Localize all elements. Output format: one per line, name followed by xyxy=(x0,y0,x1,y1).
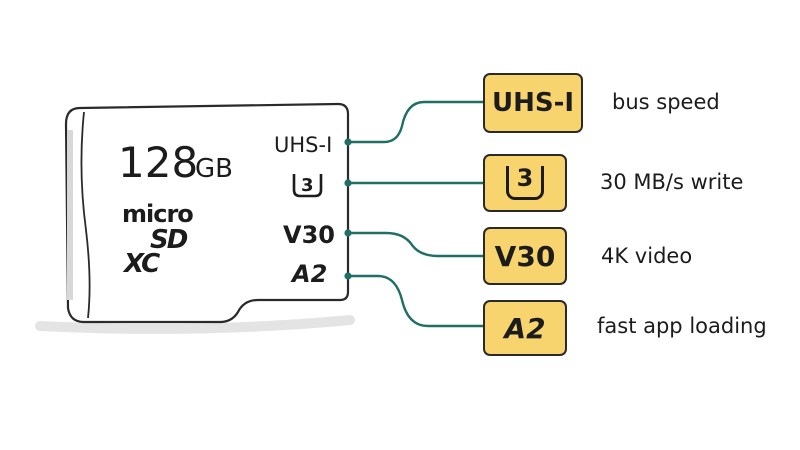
desc-video: 4K video xyxy=(601,244,693,268)
logo-xc: XC xyxy=(122,249,160,279)
connector-bus-speed xyxy=(348,100,483,144)
connector-app-class xyxy=(348,274,483,328)
desc-app-loading: fast app loading xyxy=(597,314,767,338)
badge-uhs-class-label: 3 xyxy=(516,164,534,192)
connector-dot-uhs-class xyxy=(344,179,352,187)
desc-write-speed: 30 MB/s write xyxy=(600,170,744,194)
badge-a2-label: A2 xyxy=(504,311,546,345)
connector-lines xyxy=(348,100,483,328)
connector-video-class xyxy=(348,231,483,258)
card-uhs-class-number: 3 xyxy=(301,175,314,196)
connector-dot-app xyxy=(344,272,352,280)
card-app-class: A2 xyxy=(290,260,327,288)
connector-dots xyxy=(344,138,352,280)
desc-bus-speed: bus speed xyxy=(612,90,720,114)
logo-sd: SD xyxy=(150,225,188,255)
logo-micro: micro xyxy=(122,200,193,228)
capacity-unit: GB xyxy=(195,154,233,184)
card-shadow xyxy=(35,315,355,334)
uhs-class-u-icon: 3 xyxy=(506,166,544,200)
badge-uhs-i-label: UHS-I xyxy=(491,88,575,118)
capacity-number: 128 xyxy=(118,138,198,187)
card-video-class: V30 xyxy=(283,221,335,249)
badge-a2: A2 xyxy=(483,300,567,356)
badge-v30: V30 xyxy=(483,227,567,285)
badge-v30-label: V30 xyxy=(494,239,556,273)
connector-dot-video xyxy=(344,229,352,237)
badge-uhs-i: UHS-I xyxy=(483,73,583,133)
badge-uhs-class-3: 3 xyxy=(483,154,567,212)
card-side-groove xyxy=(80,111,91,319)
card-uhs-label: UHS-I xyxy=(274,133,332,157)
card-uhs-class-u-shape xyxy=(292,174,323,198)
connector-dot-bus xyxy=(344,138,352,146)
